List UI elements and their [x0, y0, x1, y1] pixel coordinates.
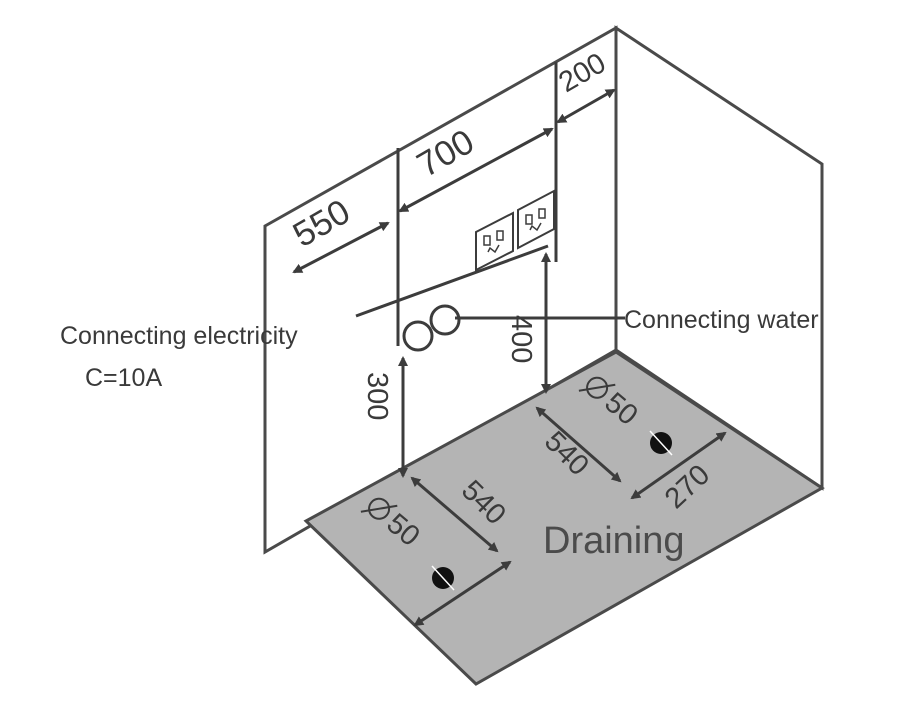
- dim-270-arrow: [630, 431, 727, 500]
- drain-left-marker: [431, 565, 455, 591]
- draining-label: Draining: [543, 520, 685, 562]
- dim-300-label: 300: [361, 372, 393, 420]
- connecting-electricity-label: Connecting electricity: [60, 322, 298, 350]
- power-socket-left: [475, 211, 514, 272]
- dim-550-arrow: [292, 221, 390, 274]
- water-pipe-left: [402, 320, 434, 352]
- current-rating-label: C=10A: [85, 364, 162, 392]
- dim-400-label: 400: [505, 315, 537, 363]
- connecting-water-label: Connecting water: [624, 306, 819, 334]
- dim-540-right-arrow: [535, 406, 622, 483]
- power-socket-right: [517, 189, 555, 250]
- drain-right-marker: [649, 430, 673, 456]
- floor-width-arrow: [413, 560, 512, 627]
- electricity-leader-line: [355, 244, 549, 318]
- water-pipe-right: [429, 304, 461, 336]
- dim-200-arrow: [556, 88, 616, 124]
- dim-700-arrow: [398, 127, 554, 213]
- dim-540-left-arrow: [410, 476, 499, 553]
